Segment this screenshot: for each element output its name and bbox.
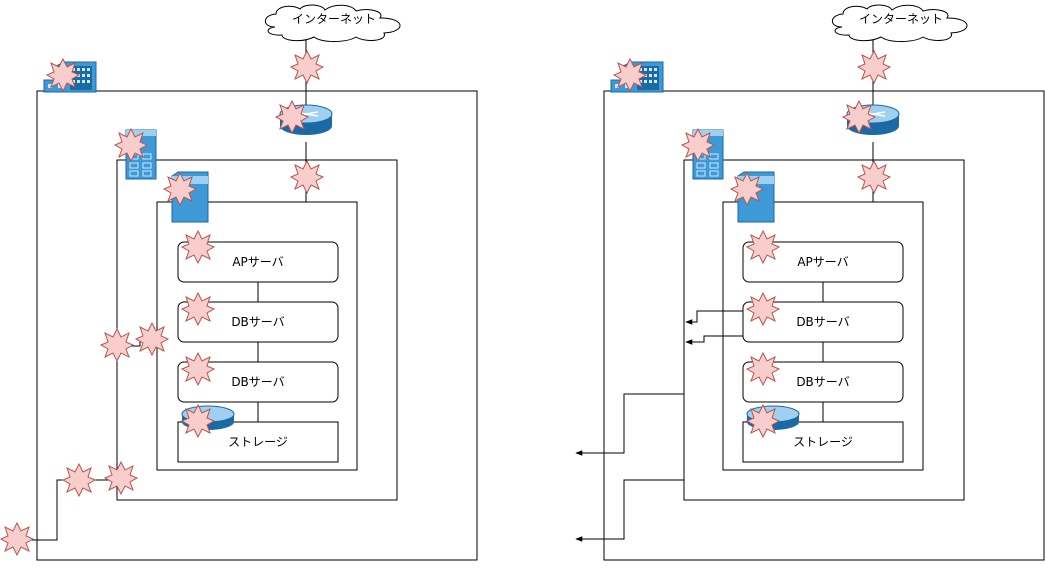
explosion-star-icon <box>135 322 169 356</box>
server-label: APサーバ <box>797 255 848 269</box>
explosion-star-icon <box>681 128 715 162</box>
explosion-star-icon <box>114 128 148 162</box>
server-box-db-2: DBサーバ <box>177 361 339 403</box>
datacenter-boundary <box>603 90 1045 561</box>
explosion-star-icon <box>181 292 215 326</box>
server-label: DBサーバ <box>796 315 849 329</box>
explosion-star-icon <box>181 352 215 386</box>
server-box-ap: APサーバ <box>177 241 339 283</box>
explosion-star-icon <box>857 160 891 194</box>
server-box-db-2: DBサーバ <box>742 361 904 403</box>
server-label: DBサーバ <box>231 375 284 389</box>
explosion-star-icon <box>746 404 780 438</box>
explosion-star-icon <box>730 172 764 206</box>
diagram-left: インターネット <box>0 4 478 561</box>
rack-boundary <box>683 159 965 501</box>
cloud-label: インターネット <box>859 12 943 26</box>
explosion-star-icon <box>181 404 215 438</box>
explosion-star-icon <box>62 463 96 497</box>
explosion-star-icon <box>100 328 134 362</box>
explosion-star-icon <box>181 230 215 264</box>
explosion-star-icon <box>746 230 780 264</box>
storage-label: ストレージ <box>228 435 288 449</box>
failover-arrows <box>575 310 743 542</box>
explosion-star-icon <box>46 58 80 92</box>
server-label: APサーバ <box>232 255 283 269</box>
explosion-star-icon <box>290 160 324 194</box>
storage-label: ストレージ <box>793 435 853 449</box>
explosion-star-icon <box>842 100 876 134</box>
connectors <box>17 36 307 541</box>
explosion-star-icon <box>613 58 647 92</box>
explosion-star-icon <box>857 50 891 84</box>
server-box-ap: APサーバ <box>742 241 904 283</box>
explosion-star-icon <box>290 50 324 84</box>
explosion-star-icon <box>0 522 34 556</box>
server-box-db-1: DBサーバ <box>742 301 904 343</box>
server-box-db-1: DBサーバ <box>177 301 339 343</box>
diagram-right: インターネット <box>575 4 1045 561</box>
explosion-star-icon <box>275 100 309 134</box>
server-label: DBサーバ <box>796 375 849 389</box>
cloud-icon: インターネット <box>831 4 968 42</box>
explosion-star-icon <box>163 172 197 206</box>
explosion-star-icon <box>746 352 780 386</box>
server-label: DBサーバ <box>231 315 284 329</box>
cloud-label: インターネット <box>292 12 376 26</box>
explosion-star-icon <box>746 292 780 326</box>
datacenter-boundary <box>36 90 478 561</box>
explosion-star-icon <box>104 461 138 495</box>
cloud-icon: インターネット <box>264 4 401 42</box>
